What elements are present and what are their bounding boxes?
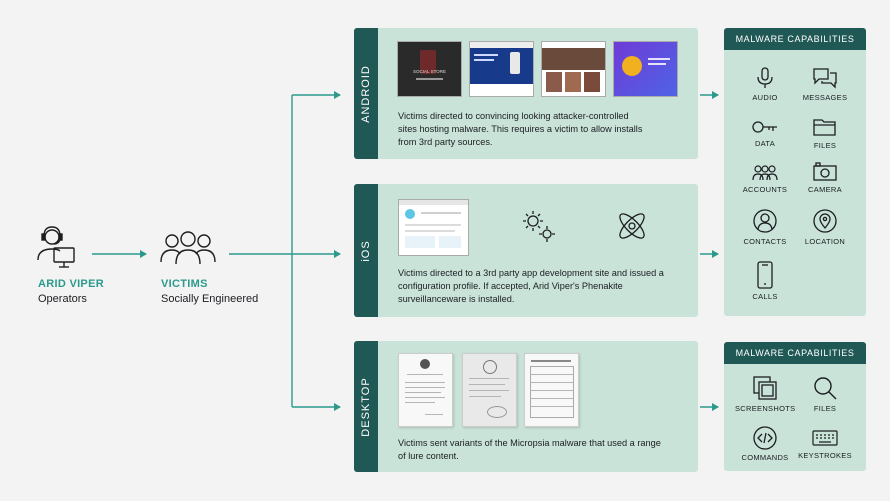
- lure-document-1: [398, 353, 453, 427]
- microphone-icon: [757, 67, 773, 88]
- android-tab: ANDROID: [354, 28, 378, 159]
- camera-icon: [813, 162, 837, 181]
- gears-icon: [520, 208, 558, 249]
- capability-location: LOCATION: [795, 208, 855, 246]
- magnifier-icon: [814, 377, 837, 400]
- actor-name: ARID VIPER: [38, 278, 104, 290]
- capability-messages: MESSAGES: [795, 66, 855, 102]
- desktop-capabilities-header: MALWARE CAPABILITIES: [724, 342, 866, 364]
- capability-audio: AUDIO: [735, 66, 795, 102]
- capability-calls: CALLS: [735, 261, 795, 301]
- chat-bubbles-icon: [813, 68, 837, 89]
- victims-role: Socially Engineered: [161, 293, 259, 305]
- phone-icon: [757, 261, 773, 289]
- social-store-text: SOCIAL STORE: [412, 69, 446, 74]
- capability-contacts: CONTACTS: [735, 208, 795, 246]
- android-lure-screenshot-2: [469, 41, 534, 97]
- ios-panel: Victims directed to a 3rd party app deve…: [378, 184, 698, 317]
- location-pin-icon: [813, 209, 837, 233]
- mobile-capabilities-panel: MALWARE CAPABILITIES AUDIO MESSAGES DATA…: [724, 28, 866, 316]
- capability-camera: CAMERA: [795, 162, 855, 194]
- ios-app-site-screenshot: [398, 199, 469, 256]
- operator-icon: [36, 224, 76, 275]
- capability-accounts: ACCOUNTS: [735, 164, 795, 194]
- capability-screenshots: SCREENSHOTS: [735, 375, 795, 413]
- ios-description: Victims directed to a 3rd party app deve…: [398, 268, 664, 304]
- victims-name: VICTIMS: [161, 278, 208, 290]
- lure-document-3: [524, 353, 579, 427]
- code-icon: [753, 426, 777, 450]
- atom-icon: [614, 208, 650, 249]
- capability-files-desktop: FILES: [795, 375, 855, 413]
- people-icon: [752, 165, 778, 181]
- capability-keystrokes: KEYSTROKES: [795, 428, 855, 460]
- desktop-description: Victims sent variants of the Micropsia m…: [398, 438, 661, 461]
- key-icon: [752, 121, 777, 133]
- capability-files: FILES: [795, 116, 855, 150]
- android-description: Victims directed to convincing looking a…: [398, 111, 643, 147]
- android-panel: SOCIAL STORE Victims directed to convinc…: [378, 28, 698, 159]
- desktop-tab: DESKTOP: [354, 341, 378, 472]
- capability-commands: COMMANDS: [735, 426, 795, 462]
- actor-role: Operators: [38, 293, 87, 305]
- victims-icon: [160, 230, 216, 271]
- screenshots-icon: [753, 376, 777, 400]
- android-lure-screenshot-1: SOCIAL STORE: [397, 41, 462, 97]
- capability-data: DATA: [735, 118, 795, 148]
- keyboard-icon: [812, 430, 838, 446]
- folder-icon: [813, 119, 836, 136]
- android-lure-screenshot-4: [613, 41, 678, 97]
- mobile-capabilities-header: MALWARE CAPABILITIES: [724, 28, 866, 50]
- android-lure-screenshot-3: [541, 41, 606, 97]
- desktop-panel: Victims sent variants of the Micropsia m…: [378, 341, 698, 472]
- lure-document-2: [462, 353, 517, 427]
- ios-tab: iOS: [354, 184, 378, 317]
- contact-icon: [753, 209, 777, 233]
- desktop-capabilities-panel: MALWARE CAPABILITIES SCREENSHOTS FILES C…: [724, 342, 866, 471]
